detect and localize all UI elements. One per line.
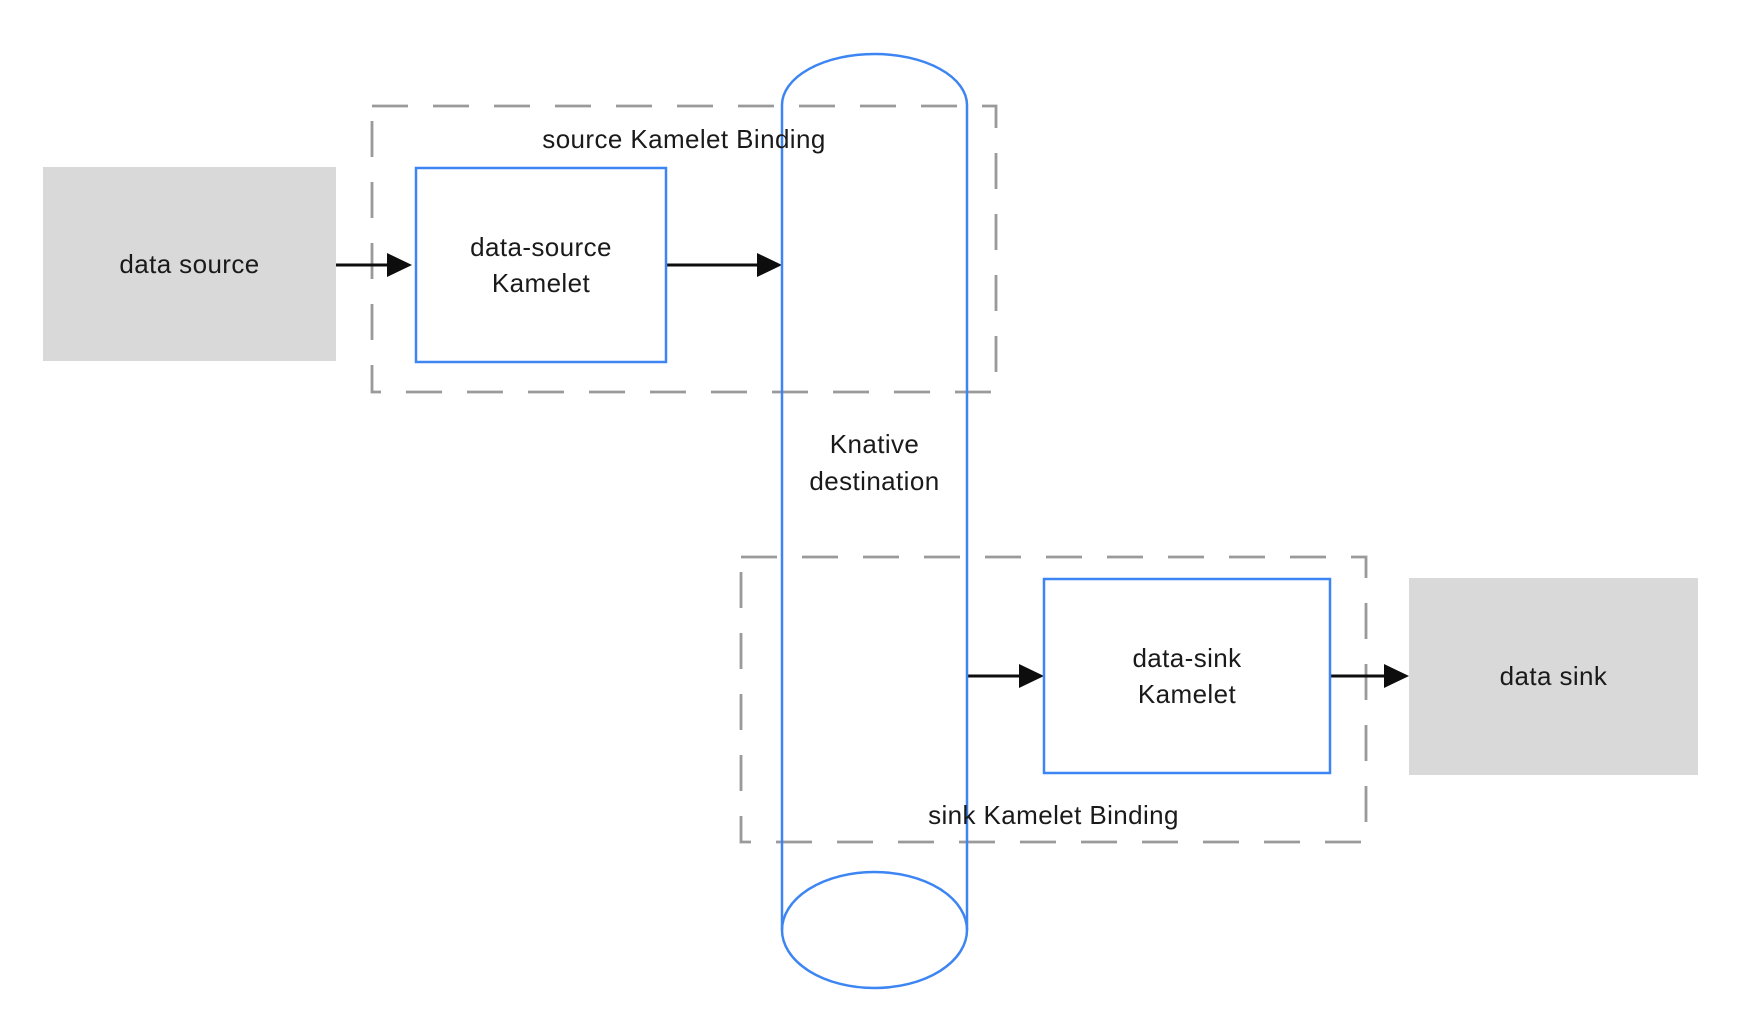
arrow-datasource-to-kamelet [336,253,412,277]
arrow-kamelet-to-destination [666,253,782,277]
arrowhead-icon [757,253,782,277]
source-binding-label: source Kamelet Binding [542,124,825,154]
data-source-kamelet-label-line1: data-source [470,232,612,262]
knative-destination-label-line2: destination [809,466,939,496]
arrow-destination-to-kamelet [966,664,1044,688]
arrowhead-icon [1384,664,1409,688]
data-sink-kamelet-node [1042,577,1332,775]
data-source-node [43,167,336,361]
arrowhead-icon [387,253,412,277]
arrowhead-icon [1019,664,1044,688]
cylinder-bottom-ellipse [780,870,969,990]
data-source-label: data source [119,249,259,279]
knative-destination-label-line1: Knative [830,429,920,459]
data-sink-kamelet-label-line2: Kamelet [1138,679,1237,709]
data-sink-kamelet-label-line1: data-sink [1132,643,1242,673]
data-sink-label: data sink [1500,661,1608,691]
arrow-kamelet-to-datasink [1330,664,1409,688]
cylinder-body [780,52,969,930]
sink-binding-label: sink Kamelet Binding [928,800,1179,830]
sink-kamelet-binding-box [739,555,1368,844]
knative-destination-cylinder [780,52,969,990]
data-source-kamelet-label-line2: Kamelet [492,268,591,298]
data-source-kamelet-node [414,166,668,364]
data-sink-node [1409,578,1698,775]
source-kamelet-binding-box [370,104,998,394]
